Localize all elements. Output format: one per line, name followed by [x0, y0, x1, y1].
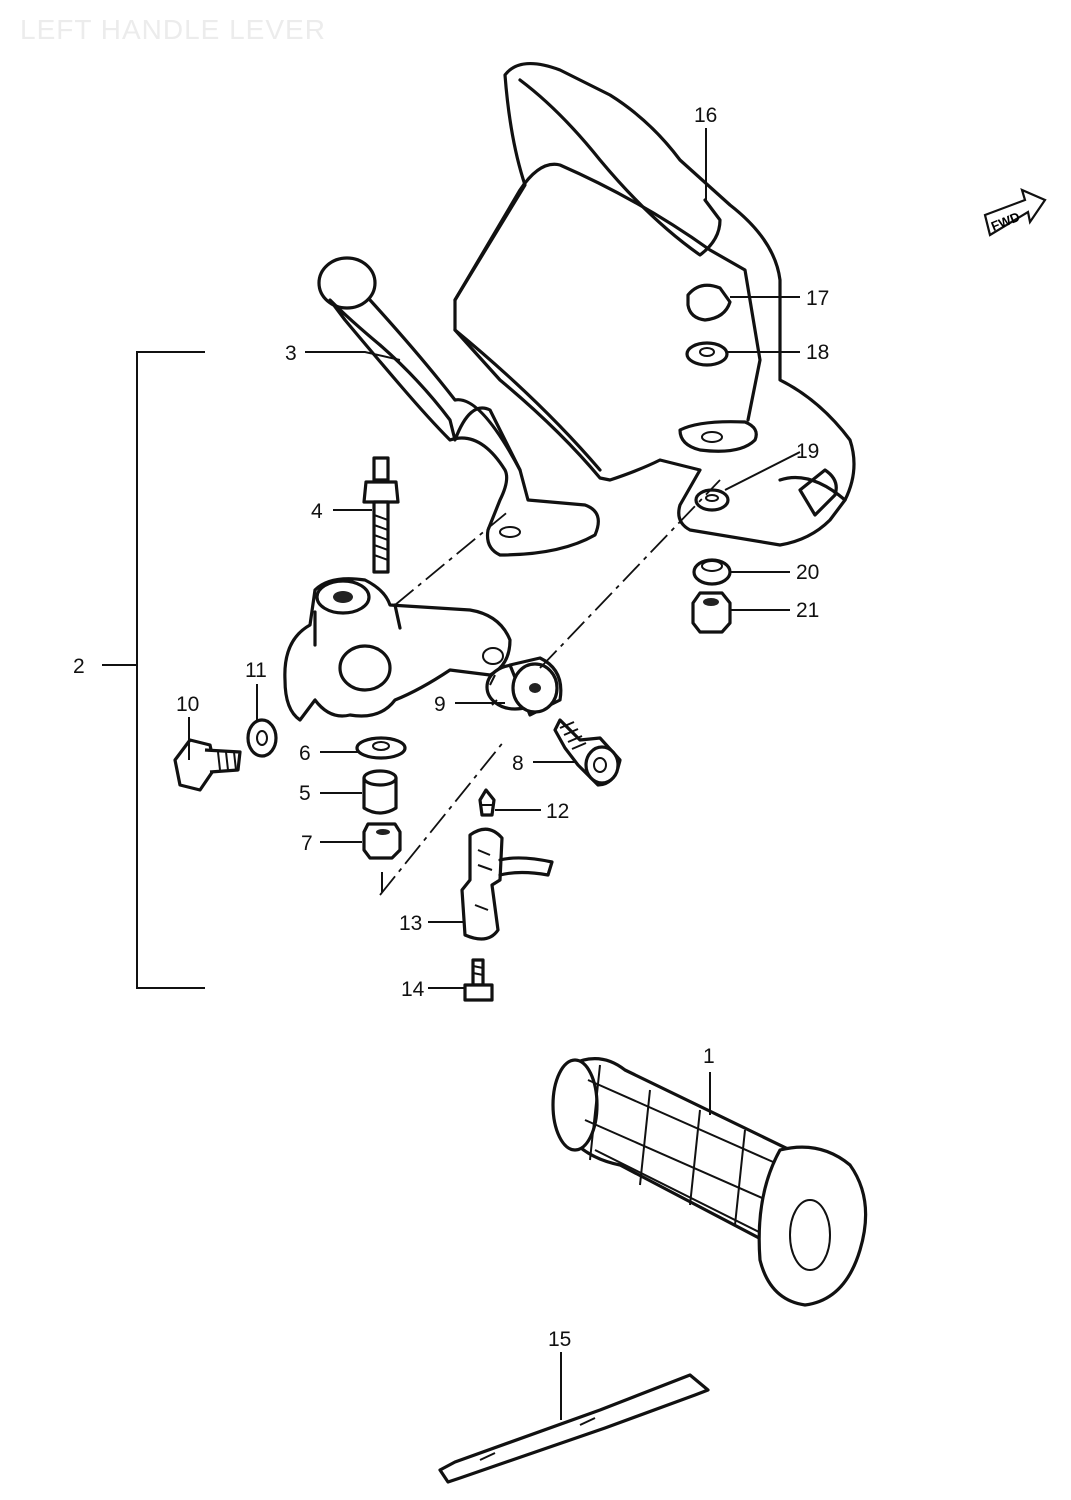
- lever-holder-bracket: [102, 351, 205, 989]
- clutch-lever-part: [317, 256, 600, 557]
- pivot-bolt-part: [362, 456, 400, 574]
- callout-13: 13: [399, 912, 422, 935]
- lever-holder-part: [283, 577, 512, 722]
- callout-2: 2: [73, 655, 85, 678]
- clamp-bolt-10-part: [173, 738, 242, 792]
- fwd-arrow-icon: FWD: [983, 188, 1047, 237]
- callout-16: 16: [694, 104, 717, 127]
- callout-6: 6: [299, 742, 311, 765]
- cable-tie-15-part: [438, 1373, 710, 1484]
- callout-8: 8: [512, 752, 524, 775]
- callout-5: 5: [299, 782, 311, 805]
- leader-lines: [188, 128, 801, 1420]
- washer-11-part: [246, 718, 278, 758]
- nut-21-part: [691, 591, 732, 634]
- screw-14-part: [463, 958, 494, 1002]
- hand-guard-part: [453, 62, 856, 547]
- cap-nut-17-part: [686, 283, 732, 322]
- washer-6-part: [355, 736, 407, 760]
- nut-7-part: [362, 822, 402, 860]
- callout-7: 7: [301, 832, 313, 855]
- callout-9: 9: [434, 693, 446, 716]
- switch-13-part: [460, 827, 554, 941]
- callout-19: 19: [796, 440, 819, 463]
- callout-11: 11: [245, 659, 267, 682]
- callout-15: 15: [548, 1328, 571, 1351]
- washer-19-part: [694, 488, 730, 512]
- callout-14: 14: [401, 978, 425, 1001]
- callout-3: 3: [285, 342, 297, 365]
- callout-12: 12: [546, 800, 569, 823]
- callout-17: 17: [806, 287, 829, 310]
- callout-1: 1: [703, 1045, 715, 1068]
- screw-12-part: [478, 788, 496, 817]
- diagram-title: LEFT HANDLE LEVER: [20, 14, 326, 45]
- grip-1-part: [551, 1057, 868, 1307]
- adjuster-9-part: [485, 656, 563, 717]
- washer-18-part: [685, 341, 729, 367]
- callout-18: 18: [806, 341, 829, 364]
- washer-20-part: [692, 558, 732, 586]
- spacer-5-part: [362, 769, 398, 815]
- bolt-8-part: [553, 718, 622, 787]
- callout-4: 4: [311, 500, 323, 523]
- callout-21: 21: [796, 599, 819, 622]
- callout-20: 20: [796, 561, 819, 584]
- callout-10: 10: [176, 693, 199, 716]
